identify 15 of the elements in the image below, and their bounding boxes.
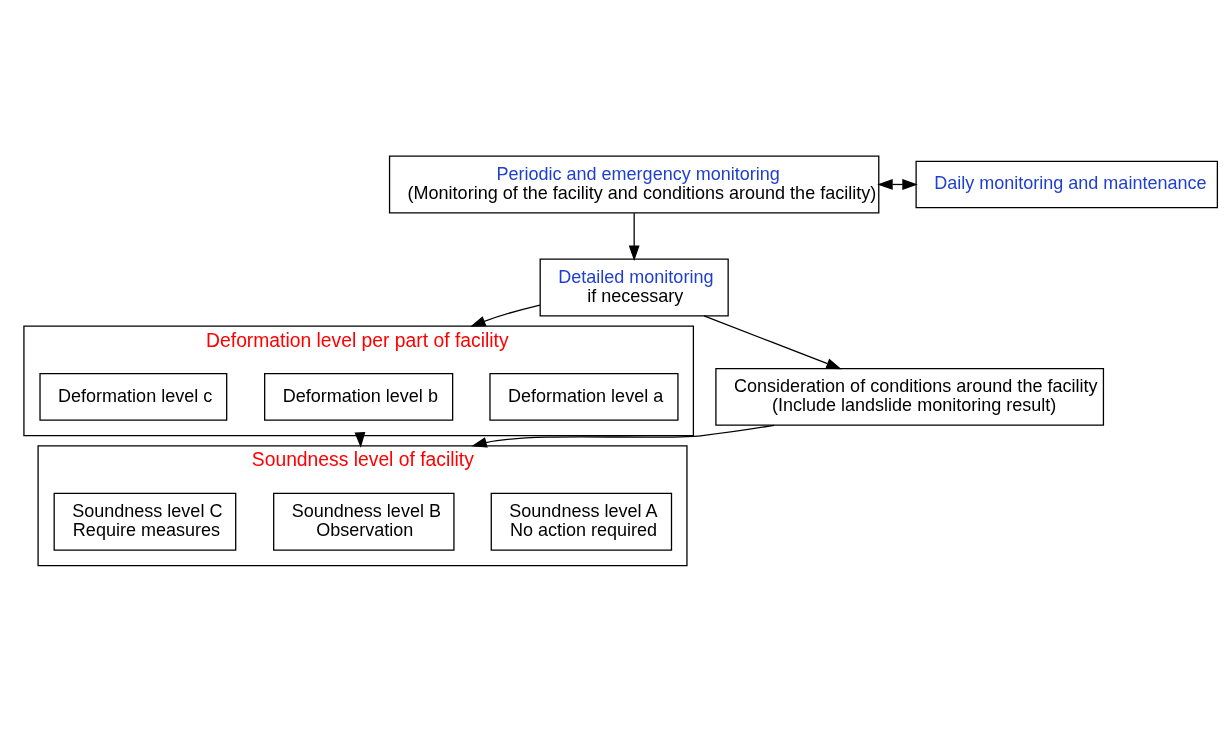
node-box: Soundness level B Observation <box>273 492 455 551</box>
arrow <box>877 179 918 190</box>
node-box: Deformation level c <box>39 373 228 421</box>
node-box: Daily monitoring and maintenance <box>915 160 1218 209</box>
node-box: Soundness level A No action required <box>490 492 673 551</box>
arrow <box>628 212 640 262</box>
node-box: Consideration of conditions around the facility (Include landslide monitoring result) <box>715 367 1105 426</box>
arrow <box>471 424 775 448</box>
arrow <box>470 304 541 327</box>
node-box: Deformation level b <box>264 373 454 421</box>
node-box: Periodic and emergency monitoring (Monitoring of the facility and conditions around the facility) <box>388 155 880 214</box>
node-box: Deformation level a <box>489 373 679 421</box>
arrow <box>703 315 842 370</box>
node-box: Detailed monitoring if necessary <box>539 258 729 317</box>
node-box: Soundness level C Require measures <box>53 492 237 551</box>
